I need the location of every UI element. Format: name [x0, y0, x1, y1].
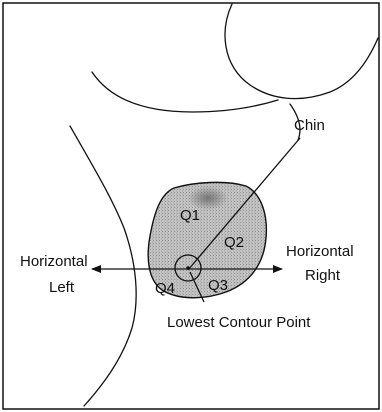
horizontal-right-label: Horizontal	[286, 243, 354, 260]
lowest-contour-point	[186, 266, 190, 270]
left-label: Left	[49, 279, 75, 296]
right-label: Right	[305, 267, 341, 284]
q4-label: Q4	[155, 280, 175, 297]
chin-label: Chin	[294, 117, 325, 134]
q3-label: Q3	[208, 277, 228, 294]
horizontal-left-label: Horizontal	[20, 253, 88, 270]
chin-outline	[225, 4, 378, 99]
q1-label: Q1	[180, 207, 200, 224]
lowest-contour-point-label: Lowest Contour Point	[167, 314, 311, 331]
jaw-line	[92, 72, 278, 112]
q2-label: Q2	[224, 234, 244, 251]
